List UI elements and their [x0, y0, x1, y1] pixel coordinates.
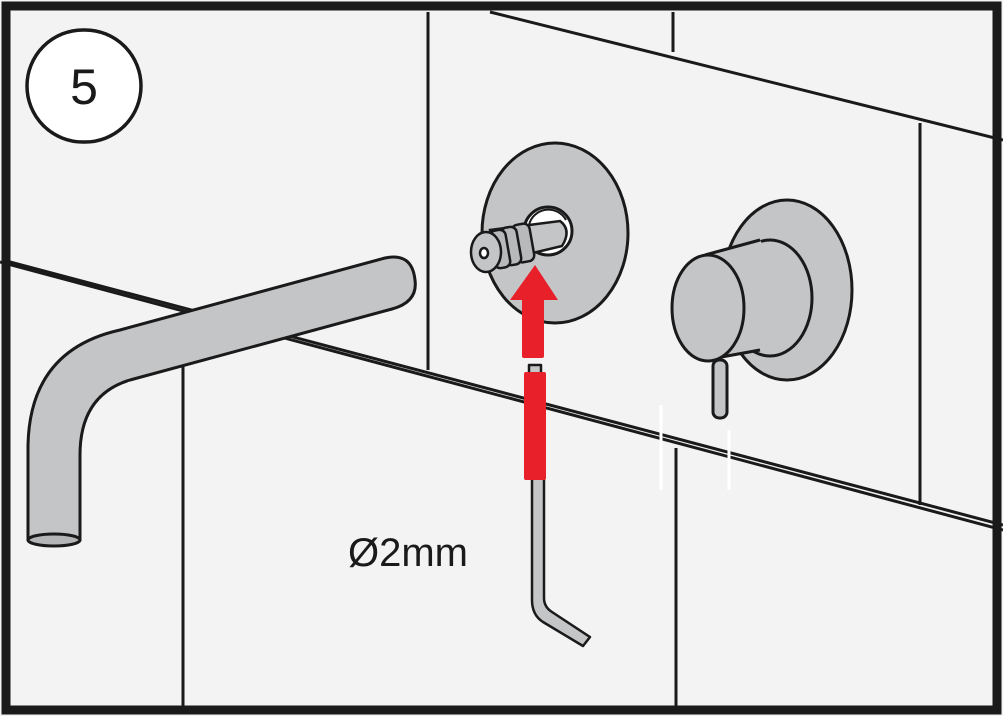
mixer-handle-icon	[670, 198, 854, 420]
step-number: 5	[70, 59, 98, 115]
valve-spindle-icon	[469, 219, 568, 274]
tool-size-label: Ø2mm	[348, 531, 468, 575]
step-number-badge: 5	[25, 28, 143, 144]
spout-icon	[26, 255, 417, 548]
insert-direction-arrow	[510, 265, 558, 480]
